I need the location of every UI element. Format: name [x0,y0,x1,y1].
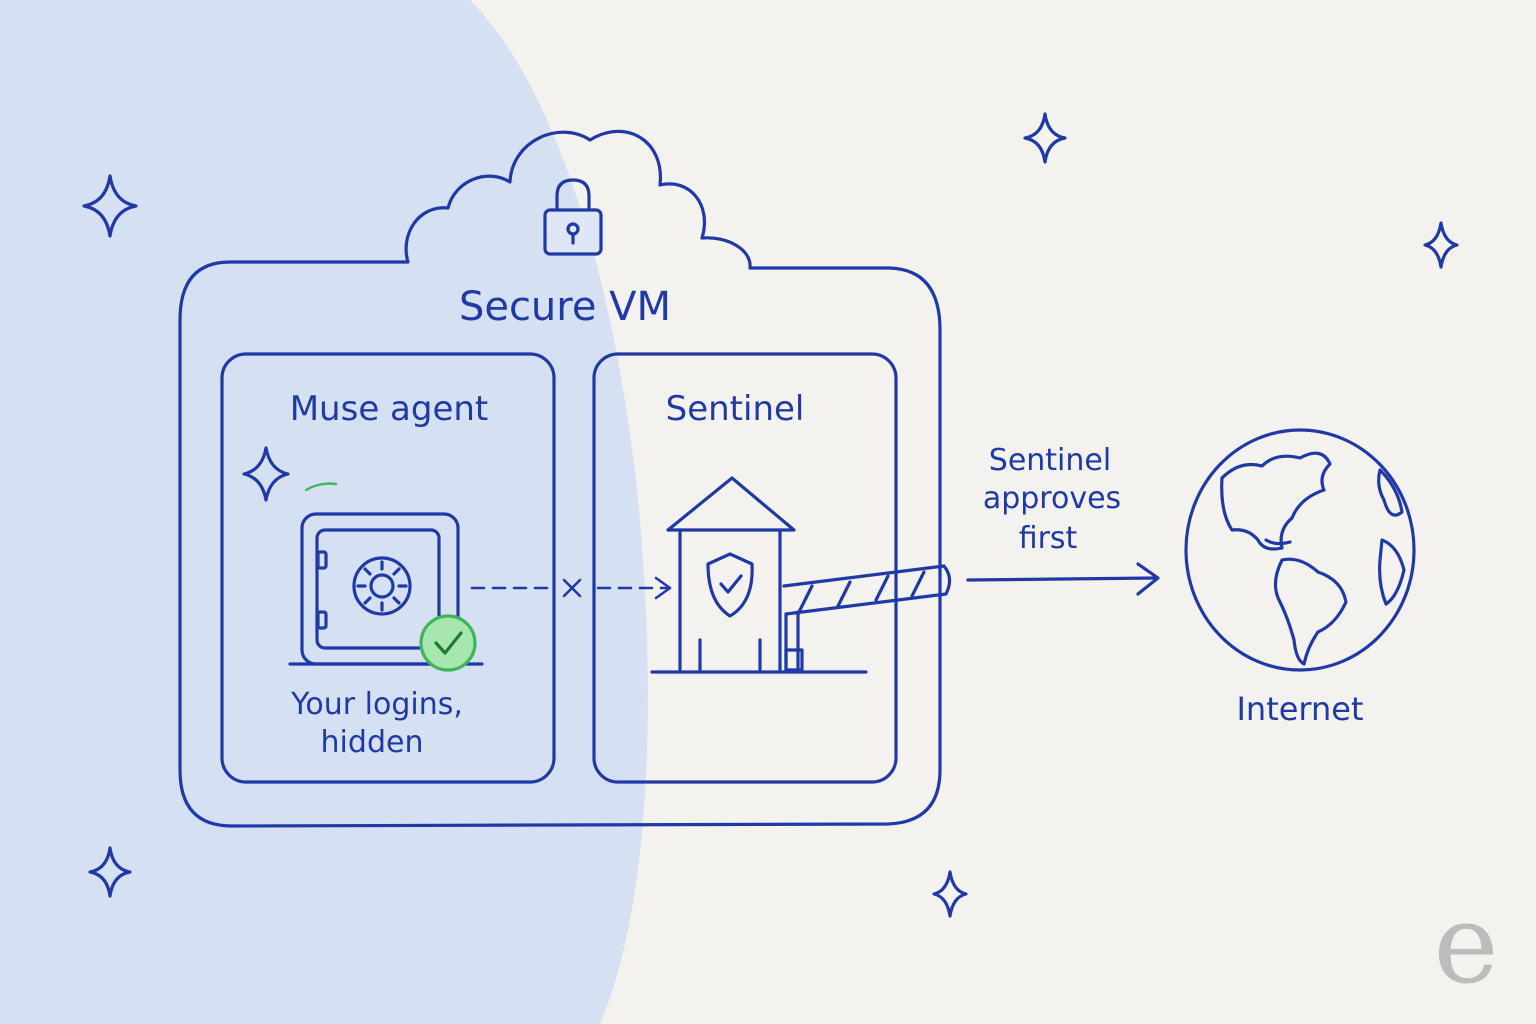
accent-dash [304,482,338,492]
arrow-label-line2: approves [983,481,1121,516]
guard-tower-icon [650,476,868,674]
agent-caption-line2: hidden [321,725,424,760]
globe-icon [1184,428,1416,672]
sparkle-icon [88,846,132,898]
blocked-dashed-arrow [470,576,672,600]
container-title: Secure VM [459,284,671,330]
shield-check-icon [706,552,754,618]
sentinel-panel [592,352,898,784]
internet-label: Internet [1236,690,1363,728]
lock-icon [543,178,603,256]
secure-vm-container [178,129,942,828]
agent-panel-title: Muse agent [290,389,489,429]
sparkle-icon [932,870,968,918]
barrier-gate-icon [782,564,952,672]
check-badge-icon [419,614,477,672]
sparkle-icon [1423,221,1459,269]
agent-caption-line1: Your logins, [290,687,463,722]
arrow-label-line1: Sentinel [989,443,1111,478]
watermark-logo: e [1433,880,1498,1008]
background-blob [0,0,648,1024]
muse-agent-panel [220,352,556,784]
safe-icon [288,512,484,666]
approval-arrow [966,562,1160,596]
sparkle-icon [242,446,290,502]
arrow-label-line3: first [1019,521,1078,556]
sparkle-icon [1023,112,1067,164]
sentinel-panel-title: Sentinel [666,389,805,429]
sparkle-icon [82,174,138,238]
blocked-x-icon [562,578,582,598]
